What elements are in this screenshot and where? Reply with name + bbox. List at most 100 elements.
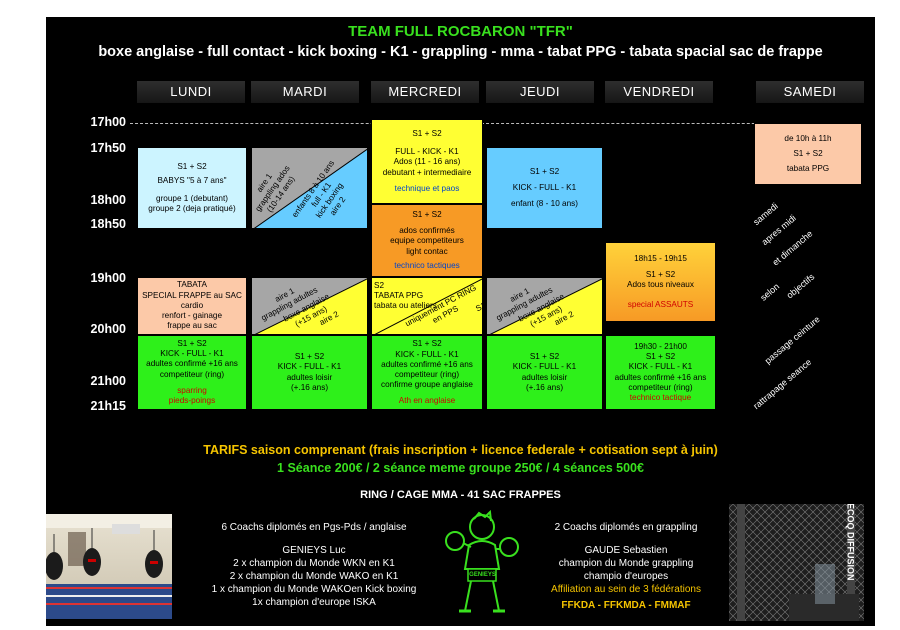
- mercredi-ados-confirmes-block: S1 + S2 ados confirmés equipe competiteu…: [371, 204, 483, 277]
- time-label: 17h50: [90, 141, 126, 155]
- coaches-right: 2 Coachs diplomés en grappling GAUDE Seb…: [516, 521, 736, 612]
- block-line: S1 + S2: [177, 161, 207, 171]
- block-line: groupe 2 (deja pratiqué): [148, 204, 236, 214]
- block-line: Ados (11 - 16 ans): [393, 157, 461, 167]
- federations-line: FFKDA - FFKMDA - FMMAF: [561, 600, 691, 611]
- disciplines-subtitle: boxe anglaise - full contact - kick boxi…: [98, 44, 823, 60]
- block-line: technique et paos: [394, 183, 460, 193]
- block-line: 19h30 - 21h00: [634, 341, 687, 351]
- block-line: FULL - KICK - K1: [395, 147, 459, 157]
- block-line: KICK - FULL - K1: [160, 349, 224, 358]
- samedi-note: selon: [758, 281, 782, 303]
- block-line: S1 + S2: [645, 269, 676, 279]
- gym-photo: [46, 514, 172, 619]
- mardi-adultes-block: S1 + S2 KICK - FULL - K1 adultes loisir …: [251, 335, 368, 410]
- block-line: technico tactique: [629, 393, 692, 402]
- block-line: KICK - FULL - K1: [512, 182, 577, 192]
- samedi-note: passage ceinture: [762, 314, 822, 366]
- block-line: enfant (8 - 10 ans): [511, 199, 578, 209]
- mardi-grappling-kids-block: aire 1 grappling ados (10-14 ans) enfant…: [251, 147, 368, 229]
- cage-photo: LECOQ DIFFUSION: [729, 504, 864, 621]
- day-header-jeudi: JEUDI: [486, 81, 594, 103]
- block-line: S1 + S2: [412, 128, 442, 138]
- day-header-mercredi: MERCREDI: [371, 81, 479, 103]
- time-label: 19h00: [90, 271, 126, 285]
- poster: TEAM FULL ROCBARON "TFR" boxe anglaise -…: [46, 17, 875, 626]
- block-line: (+.16 ans): [290, 382, 329, 392]
- block-line: debutant + intermediaire: [382, 167, 472, 177]
- block-line: (+.16 ans): [525, 382, 564, 392]
- samedi-note: objectifs: [784, 271, 817, 301]
- block-line: de 10h à 11h: [784, 133, 832, 143]
- block-line: pieds-poings: [168, 396, 216, 405]
- samedi-note: samedi: [751, 200, 780, 228]
- cage-brand-text: LECOQ DIFFUSION: [845, 504, 856, 581]
- coach-title: champion du Monde grappling: [558, 558, 694, 569]
- lundi-tabata-block: TABATA SPECIAL FRAPPE au SAC cardio renf…: [137, 277, 247, 335]
- day-header-mardi: MARDI: [251, 81, 359, 103]
- block-line: S1 + S2: [412, 339, 442, 349]
- block-line: KICK - FULL - K1: [277, 362, 342, 372]
- page-title: TEAM FULL ROCBARON "TFR": [348, 23, 573, 40]
- block-line: competiteur (ring): [159, 369, 225, 379]
- block-line: TABATA: [176, 280, 208, 290]
- block-line: BABYS "5 à 7 ans": [157, 175, 227, 185]
- block-line: tabata PPG: [786, 164, 830, 174]
- day-header-lundi: LUNDI: [137, 81, 245, 103]
- block-line: light contac: [406, 246, 448, 256]
- logo-text: GENIEYS: [469, 572, 496, 578]
- coach-title: 1 x champion du Monde WAKOen Kick boxing: [211, 584, 417, 595]
- day-header-samedi: SAMEDI: [756, 81, 864, 103]
- vendredi-adultes-block: 19h30 - 21h00 S1 + S2 KICK - FULL - K1 a…: [605, 335, 716, 410]
- jeudi-grappling-boxe-block: aire 1 grappling adultes boxe anglaise (…: [486, 277, 603, 335]
- boxer-logo: GENIEYS: [441, 507, 523, 619]
- jeudi-kick-enfant-block: S1 + S2 KICK - FULL - K1 enfant (8 - 10 …: [486, 147, 603, 229]
- block-line: SPECIAL FRAPPE au SAC: [142, 290, 242, 300]
- mercredi-ppg-block: S2 TABATA PPG tabata ou ateliers uniquem…: [371, 277, 483, 335]
- time-label: 21h00: [90, 374, 126, 388]
- block-line: TABATA PPG: [374, 290, 424, 300]
- day-header-vendredi: VENDREDI: [605, 81, 713, 103]
- block-line: S2: [374, 281, 385, 290]
- block-line: S1 + S2: [412, 209, 442, 219]
- lundi-adultes-block: S1 + S2 KICK - FULL - K1 adultes confirm…: [137, 335, 247, 410]
- block-line: 18h15 - 19h15: [634, 253, 687, 263]
- mercredi-adultes-block: S1 + S2 KICK - FULL - K1 adultes confirm…: [371, 335, 483, 410]
- block-line: adultes confirmé +16 ans: [614, 372, 707, 382]
- block-line: cardio: [180, 300, 204, 310]
- block-line: S1 + S2: [645, 352, 676, 361]
- block-line: adultes confirmé +16 ans: [146, 359, 238, 369]
- coach-title: 2 x champion du Monde WKN en K1: [233, 558, 395, 569]
- time-label: 18h00: [90, 193, 126, 207]
- block-line: adultes loisir: [286, 372, 333, 382]
- coach-title: champio d'europes: [583, 571, 669, 582]
- time-label: 18h50: [90, 217, 126, 231]
- block-line: confirme groupe anglaise: [381, 380, 473, 390]
- coaches-left: 6 Coachs diplomés en Pgs-Pds / anglaise …: [174, 521, 454, 609]
- block-line: S1 + S2: [177, 338, 207, 348]
- block-line: KICK - FULL - K1: [628, 362, 693, 372]
- samedi-ppg-block: de 10h à 11h S1 + S2 tabata PPG: [754, 123, 862, 185]
- lundi-babys-block: S1 + S2 BABYS "5 à 7 ans" groupe 1 (debu…: [137, 147, 247, 229]
- block-line: S1 + S2: [793, 148, 823, 158]
- coach-name: GAUDE Sebastien: [584, 545, 668, 556]
- block-line: frappe au sac: [167, 321, 217, 331]
- block-line: renfort - gainage: [161, 311, 223, 321]
- block-line: tabata ou ateliers: [374, 300, 437, 310]
- block-line: S1 + S2: [529, 166, 560, 176]
- block-line: sparring: [177, 385, 207, 395]
- coach-title: 2 x champion du Monde WAKO en K1: [229, 571, 399, 582]
- mercredi-ppg-left-text: S2 TABATA PPG tabata ou ateliers: [374, 281, 437, 311]
- tarifs-heading: TARIFS saison comprenant (frais inscript…: [203, 443, 718, 457]
- coach-title: 1x champion d'europe ISKA: [252, 597, 376, 608]
- coaches-right-title: 2 Coachs diplomés en grappling: [554, 522, 698, 533]
- vendredi-ados-block: 18h15 - 19h15 S1 + S2 Ados tous niveaux …: [605, 242, 716, 322]
- tarifs-prices: 1 Séance 200€ / 2 séance meme groupe 250…: [277, 461, 644, 475]
- mercredi-full-ados-block: S1 + S2 FULL - KICK - K1 Ados (11 - 16 a…: [371, 119, 483, 204]
- mardi-grappling-boxe-block: aire 1 grappling adultes boxe anglaise (…: [251, 277, 368, 335]
- affiliation-line: Affiliation au sein de 3 fédérations: [551, 584, 701, 595]
- samedi-note: rattrapage seance: [751, 356, 814, 412]
- jeudi-adultes-block: S1 + S2 KICK - FULL - K1 adultes loisir …: [486, 335, 603, 410]
- block-line: S1 + S2: [529, 352, 560, 361]
- block-line: KICK - FULL - K1: [512, 362, 577, 372]
